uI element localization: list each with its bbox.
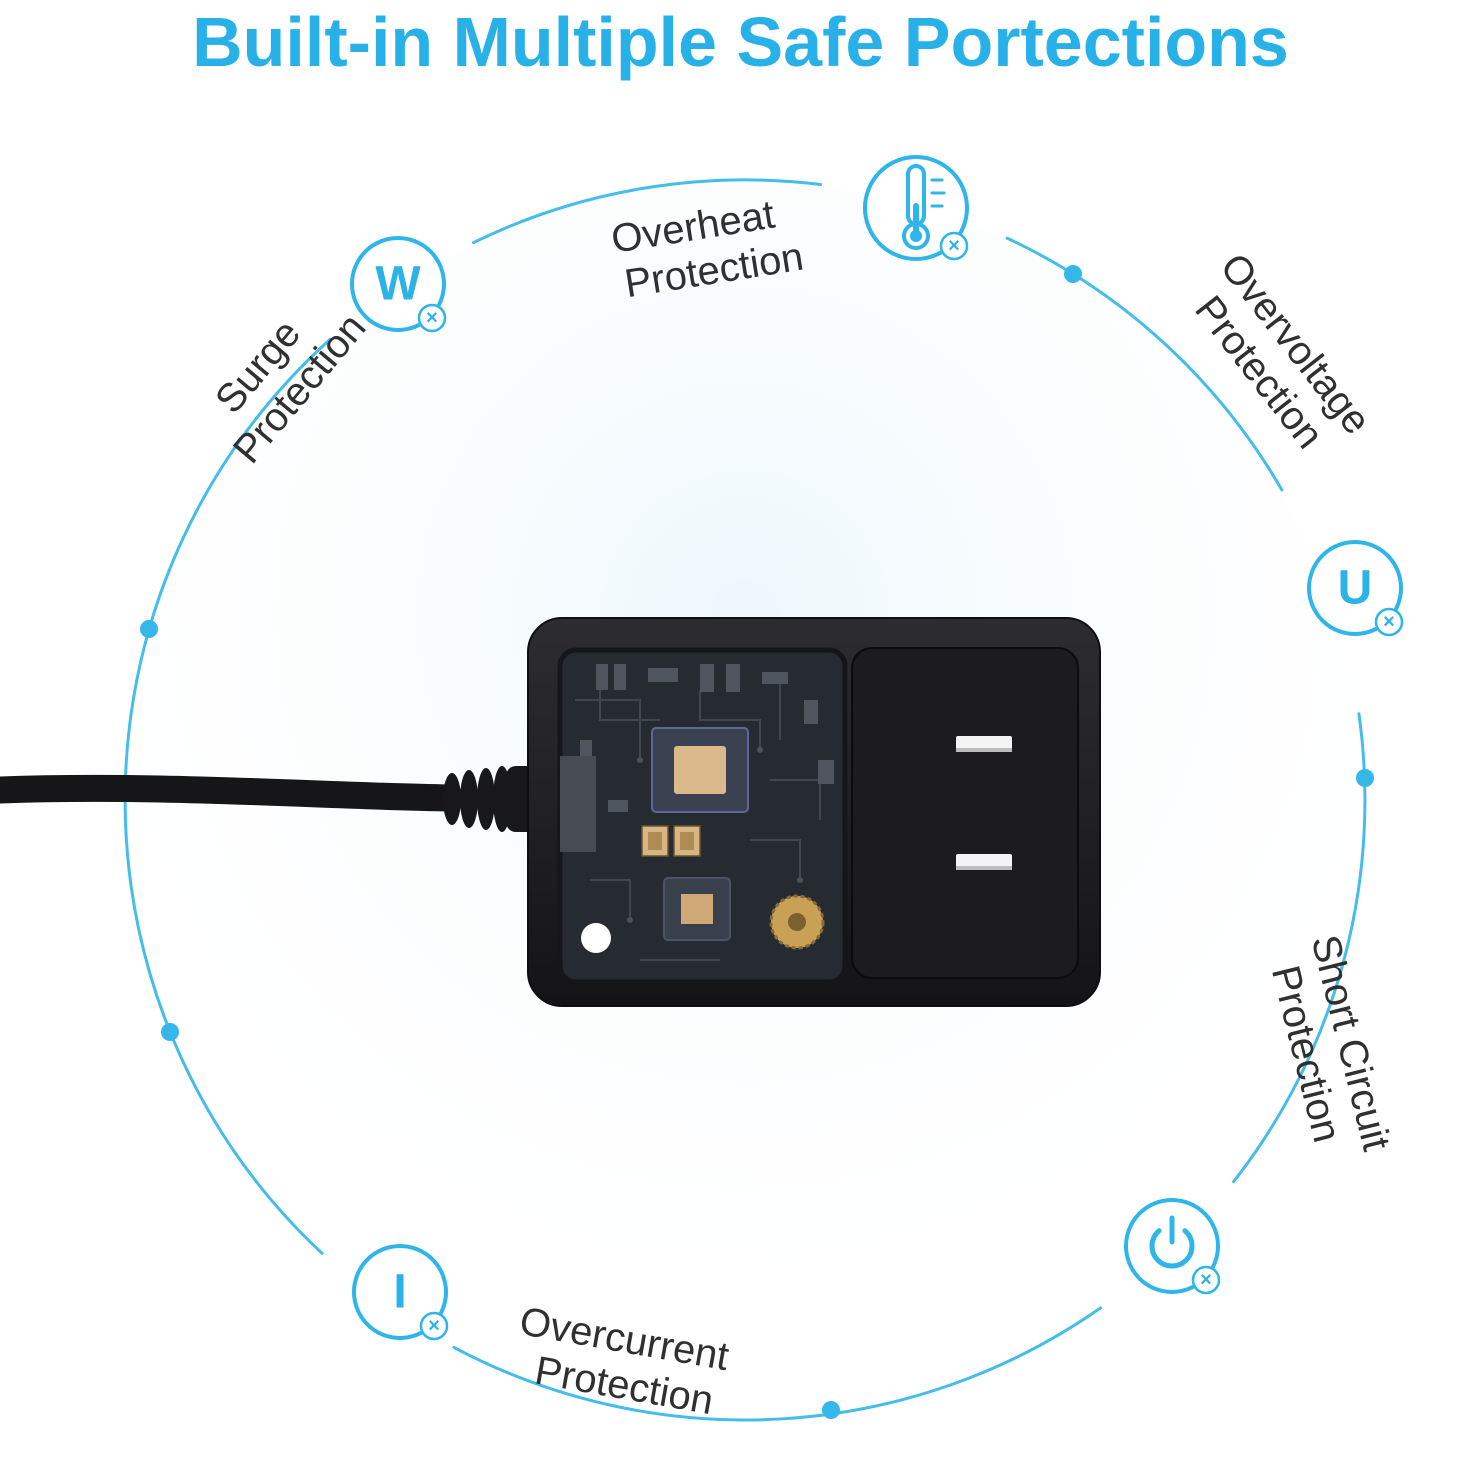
- main-chip: [651, 727, 749, 813]
- overvoltage-protection-icon: U ×: [1307, 540, 1404, 637]
- icon-circle: [1307, 540, 1403, 636]
- plug-prong-bottom: [956, 854, 1012, 870]
- svg-text:×: ×: [948, 235, 960, 257]
- ring-dot: [140, 620, 158, 638]
- short-circuit-protection-icon: ×: [1124, 1198, 1221, 1295]
- adapter-cable: [0, 774, 464, 812]
- pcb-edge-connector: [560, 756, 596, 852]
- secondary-chip: [663, 877, 731, 941]
- overheat-protection-icon: ×: [863, 155, 969, 261]
- icon-circle: [350, 236, 446, 332]
- thermometer-icon: [902, 164, 946, 250]
- ring-dot: [822, 1401, 840, 1419]
- surge-protection-icon: W ×: [350, 236, 447, 333]
- x-badge-icon: ×: [939, 231, 969, 261]
- x-badge-icon: ×: [419, 1311, 449, 1341]
- pcb-vias: [627, 747, 803, 923]
- svg-text:×: ×: [1383, 611, 1395, 633]
- power-icon: [1149, 1215, 1195, 1269]
- x-badge-icon: ×: [417, 303, 447, 333]
- power-adapter: [0, 617, 1101, 1007]
- svg-text:×: ×: [1200, 1269, 1212, 1291]
- page-title: Built-in Multiple Safe Portections: [192, 3, 1289, 81]
- ring-arc-bottom: [452, 1306, 1103, 1422]
- ring-dot: [1356, 769, 1374, 787]
- pcb-components: [580, 664, 834, 812]
- overcurrent-protection-icon: I ×: [352, 1244, 449, 1341]
- inductor-coil: [769, 894, 825, 950]
- w-letter-icon: W: [375, 258, 421, 311]
- icon-circle: [1124, 1198, 1220, 1294]
- icon-circle: [352, 1244, 448, 1340]
- svg-text:×: ×: [426, 307, 438, 329]
- plug-prong-top: [956, 736, 1012, 752]
- ring-dot: [161, 1023, 179, 1041]
- x-badge-icon: ×: [1191, 1265, 1221, 1295]
- white-marker-dot: [581, 923, 611, 953]
- ring-arc-top: [471, 178, 823, 245]
- circuit-window: [557, 647, 848, 985]
- ring-dot: [1064, 265, 1082, 283]
- ring-dots: [140, 265, 1374, 1419]
- ring-arc-topright: [1005, 236, 1284, 492]
- u-letter-icon: U: [1338, 562, 1373, 615]
- plug-face: [851, 647, 1079, 979]
- svg-text:×: ×: [428, 1315, 440, 1337]
- capacitor-pair: [641, 825, 701, 857]
- i-letter-icon: I: [393, 1266, 406, 1319]
- x-badge-icon: ×: [1374, 607, 1404, 637]
